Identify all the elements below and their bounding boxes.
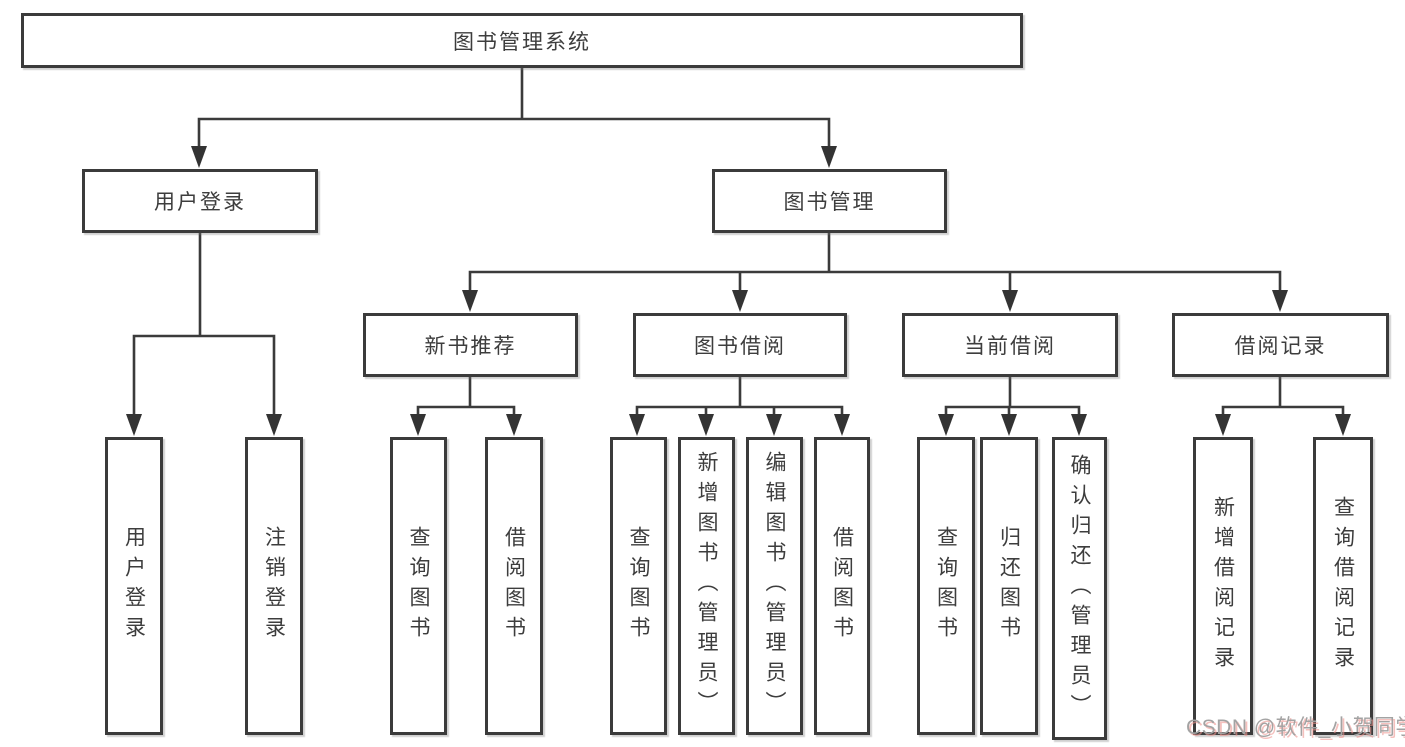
csdn-watermark: CSDN @软件_小贺同学 bbox=[1186, 716, 1405, 739]
leaf-edit-book-admin: 编辑图书（管理员） bbox=[746, 437, 803, 735]
node-new-book-recommendation-label: 新书推荐 bbox=[424, 335, 517, 358]
node-borrowing-records-label: 借阅记录 bbox=[1234, 335, 1327, 358]
leaf-return-books: 归还图书 bbox=[980, 437, 1038, 735]
leaf-return-books-label: 归还图书 bbox=[997, 526, 1021, 646]
node-current-borrowing: 当前借阅 bbox=[902, 313, 1118, 377]
leaf-query-books-current: 查询图书 bbox=[917, 437, 975, 735]
node-user-login-label: 用户登录 bbox=[154, 191, 246, 214]
node-user-login: 用户登录 bbox=[82, 169, 318, 233]
leaf-query-borrow-record: 查询借阅记录 bbox=[1313, 437, 1373, 735]
leaf-user-login: 用户登录 bbox=[105, 437, 163, 735]
leaf-borrow-books-recommend-label: 借阅图书 bbox=[502, 526, 526, 646]
node-book-management: 图书管理 bbox=[712, 169, 947, 233]
leaf-add-book-admin-label: 新增图书（管理员） bbox=[695, 451, 718, 721]
leaf-confirm-return-admin: 确认归还（管理员） bbox=[1052, 437, 1107, 740]
leaf-add-book-admin: 新增图书（管理员） bbox=[678, 437, 735, 735]
node-borrowing-records: 借阅记录 bbox=[1172, 313, 1389, 377]
leaf-add-borrow-record-label: 新增借阅记录 bbox=[1211, 496, 1235, 676]
node-book-borrowing: 图书借阅 bbox=[633, 313, 847, 377]
node-new-book-recommendation: 新书推荐 bbox=[363, 313, 578, 377]
leaf-borrow-books-recommend: 借阅图书 bbox=[485, 437, 543, 735]
leaf-query-books-recommend-label: 查询图书 bbox=[407, 526, 430, 646]
leaf-borrow-books-borrowing-label: 借阅图书 bbox=[830, 526, 854, 646]
leaf-borrow-books-borrowing: 借阅图书 bbox=[814, 437, 870, 735]
leaf-logout-label: 注销登录 bbox=[262, 526, 286, 646]
leaf-confirm-return-admin-label: 确认归还（管理员） bbox=[1068, 453, 1091, 724]
node-library-management-system: 图书管理系统 bbox=[21, 13, 1023, 68]
leaf-query-books-recommend: 查询图书 bbox=[390, 437, 447, 735]
arrowheads bbox=[126, 146, 1351, 436]
leaf-user-login-label: 用户登录 bbox=[122, 526, 146, 646]
node-current-borrowing-label: 当前借阅 bbox=[964, 335, 1056, 358]
node-library-management-system-label: 图书管理系统 bbox=[453, 30, 591, 54]
node-book-borrowing-label: 图书借阅 bbox=[694, 335, 786, 358]
leaf-edit-book-admin-label: 编辑图书（管理员） bbox=[763, 451, 786, 721]
leaf-query-books-borrowing: 查询图书 bbox=[610, 437, 667, 735]
leaf-query-books-borrowing-label: 查询图书 bbox=[627, 526, 650, 646]
leaf-logout: 注销登录 bbox=[245, 437, 303, 735]
leaf-query-borrow-record-label: 查询借阅记录 bbox=[1331, 496, 1355, 676]
node-book-management-label: 图书管理 bbox=[783, 191, 876, 214]
leaf-add-borrow-record: 新增借阅记录 bbox=[1193, 437, 1253, 735]
leaf-query-books-current-label: 查询图书 bbox=[934, 526, 958, 646]
